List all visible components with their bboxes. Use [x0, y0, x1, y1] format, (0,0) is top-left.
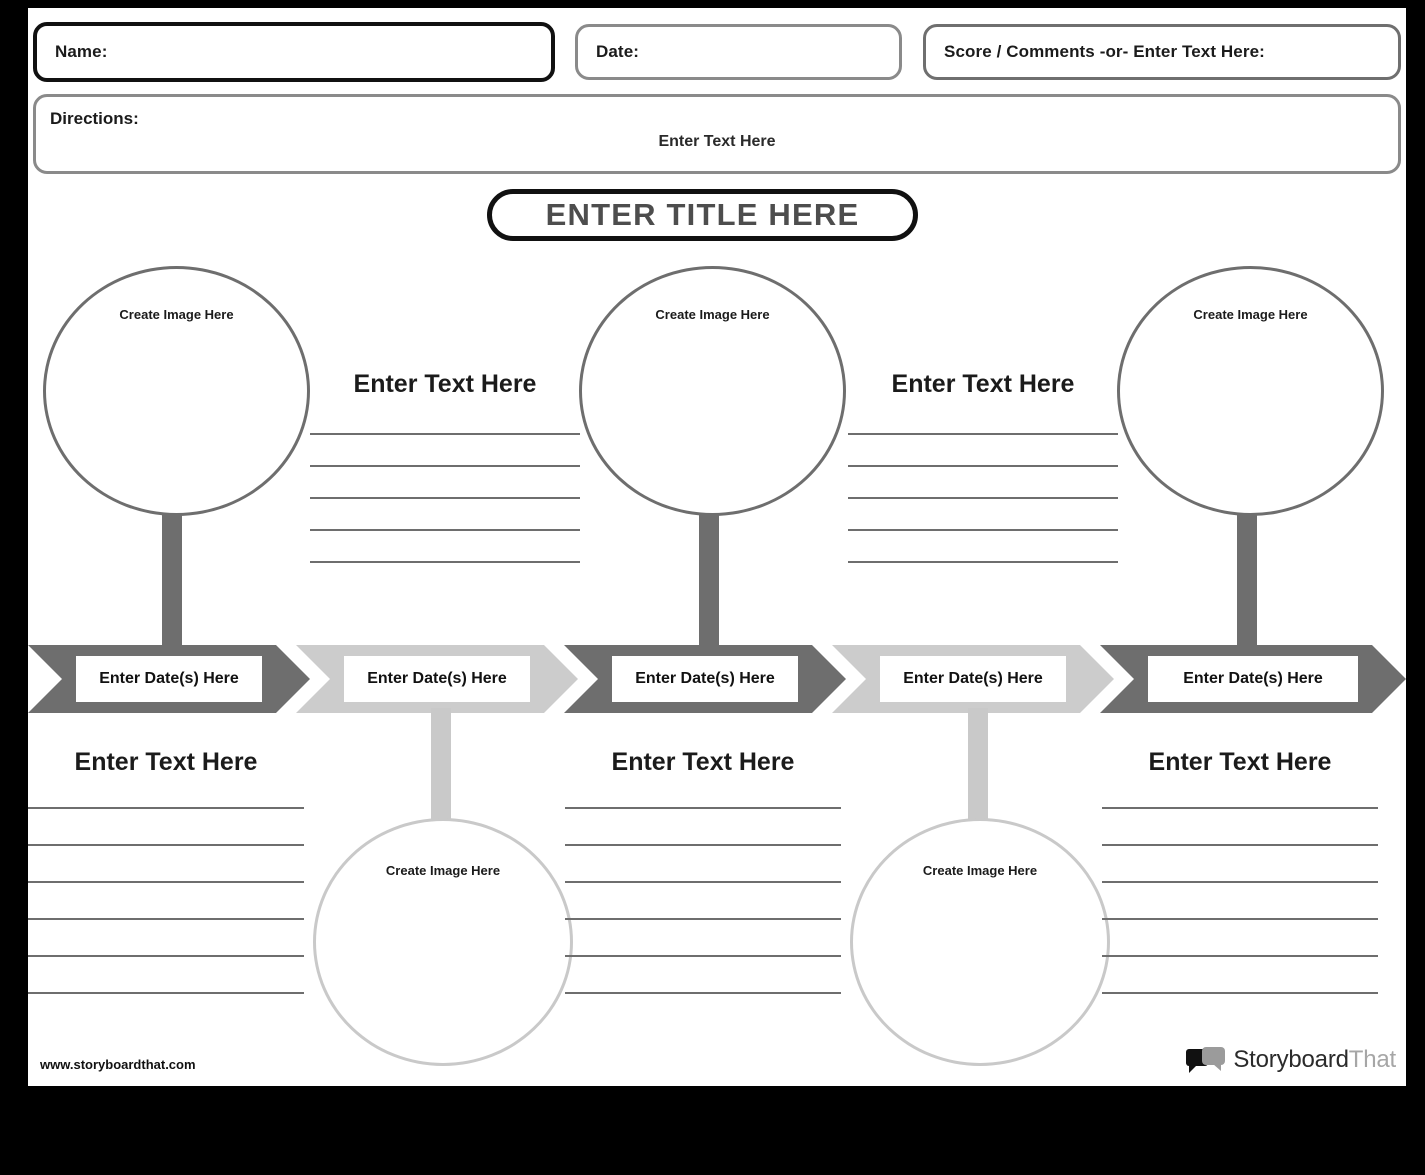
rule-line [565, 844, 841, 846]
bottom-text-block-3[interactable]: Enter Text Here [1102, 748, 1378, 994]
rule-line [28, 844, 304, 846]
date-field[interactable]: Date: [575, 24, 902, 80]
rule-line [28, 955, 304, 957]
timeline-step-4[interactable]: Enter Date(s) Here [832, 645, 1114, 713]
rule-line [848, 497, 1118, 499]
bottom-text-block-2-heading: Enter Text Here [611, 748, 795, 776]
site-url: www.storyboardthat.com [40, 1057, 196, 1072]
title-field[interactable]: ENTER TITLE HERE [487, 189, 918, 241]
bottom-text-block-2-lines[interactable] [565, 807, 841, 994]
bottom-circle-1-caption: Create Image Here [385, 863, 501, 878]
top-stem-1 [162, 513, 182, 647]
storyboardthat-logo: StoryboardThat [1186, 1046, 1396, 1074]
top-circle-2[interactable]: Create Image Here [579, 266, 846, 516]
bottom-circle-1[interactable]: Create Image Here [313, 818, 573, 1066]
directions-field[interactable]: Directions: Enter Text Here [33, 94, 1401, 174]
directions-label: Directions: [50, 109, 139, 128]
rule-line [1102, 844, 1378, 846]
bottom-stem-2 [968, 708, 988, 826]
rule-line [1102, 955, 1378, 957]
rule-line [1102, 992, 1378, 994]
timeline-step-3[interactable]: Enter Date(s) Here [564, 645, 846, 713]
rule-line [565, 992, 841, 994]
top-circle-2-caption: Create Image Here [655, 307, 770, 322]
rule-line [848, 561, 1118, 563]
rule-line [310, 529, 580, 531]
bottom-circle-2[interactable]: Create Image Here [850, 818, 1110, 1066]
timeline-step-2-date[interactable]: Enter Date(s) Here [344, 656, 530, 702]
top-text-block-1-lines[interactable] [310, 433, 580, 563]
rule-line [310, 497, 580, 499]
rule-line [28, 992, 304, 994]
timeline-step-3-date[interactable]: Enter Date(s) Here [612, 656, 798, 702]
top-circle-3[interactable]: Create Image Here [1117, 266, 1384, 516]
rule-line [28, 918, 304, 920]
bottom-text-block-2[interactable]: Enter Text Here [565, 748, 841, 994]
rule-line [848, 529, 1118, 531]
top-text-block-2-lines[interactable] [848, 433, 1118, 563]
rule-line [1102, 918, 1378, 920]
brand-secondary: That [1348, 1046, 1396, 1073]
bottom-circle-2-caption: Create Image Here [922, 863, 1038, 878]
brand-primary: Storyboard [1233, 1046, 1349, 1073]
brand-wordmark: StoryboardThat [1233, 1046, 1396, 1074]
rule-line [310, 465, 580, 467]
top-circle-1-caption: Create Image Here [119, 307, 234, 322]
rule-line [1102, 881, 1378, 883]
timeline-step-2[interactable]: Enter Date(s) Here [296, 645, 578, 713]
bottom-text-block-3-lines[interactable] [1102, 807, 1378, 994]
top-text-block-2-heading: Enter Text Here [891, 370, 1075, 398]
rule-line [848, 433, 1118, 435]
score-comments-label: Score / Comments -or- Enter Text Here: [944, 42, 1265, 61]
rule-line [310, 561, 580, 563]
top-text-block-1-heading: Enter Text Here [353, 370, 537, 398]
timeline-step-1-date[interactable]: Enter Date(s) Here [76, 656, 262, 702]
rule-line [565, 918, 841, 920]
timeline-bar: Enter Date(s) Here Enter Date(s) Here En… [28, 645, 1406, 713]
rule-line [1102, 807, 1378, 809]
rule-line [848, 465, 1118, 467]
score-comments-field[interactable]: Score / Comments -or- Enter Text Here: [923, 24, 1401, 80]
rule-line [565, 881, 841, 883]
header-fields-row: Name: Date: Score / Comments -or- Enter … [28, 22, 1406, 82]
name-field[interactable]: Name: [33, 22, 555, 82]
speech-bubble-light-icon [1202, 1047, 1226, 1071]
bottom-stem-1 [431, 708, 451, 826]
top-text-block-1[interactable]: Enter Text Here [310, 370, 580, 563]
rule-line [28, 881, 304, 883]
top-stem-2 [699, 513, 719, 647]
top-stem-3 [1237, 513, 1257, 647]
timeline-step-5-date[interactable]: Enter Date(s) Here [1148, 656, 1358, 702]
bottom-text-block-1[interactable]: Enter Text Here [28, 748, 304, 994]
speech-bubbles-icon [1186, 1046, 1226, 1074]
rule-line [565, 955, 841, 957]
timeline-step-1[interactable]: Enter Date(s) Here [28, 645, 310, 713]
directions-placeholder-text: Enter Text Here [658, 133, 776, 150]
bottom-text-block-1-lines[interactable] [28, 807, 304, 994]
date-field-label: Date: [596, 42, 640, 61]
name-field-label: Name: [55, 42, 108, 61]
bottom-text-block-1-heading: Enter Text Here [74, 748, 258, 776]
top-circle-1[interactable]: Create Image Here [43, 266, 310, 516]
timeline-step-5[interactable]: Enter Date(s) Here [1100, 645, 1406, 713]
rule-line [565, 807, 841, 809]
top-text-block-2[interactable]: Enter Text Here [848, 370, 1118, 563]
page-title: ENTER TITLE HERE [545, 197, 860, 232]
top-circle-3-caption: Create Image Here [1193, 307, 1308, 322]
rule-line [28, 807, 304, 809]
rule-line [310, 433, 580, 435]
timeline-step-4-date[interactable]: Enter Date(s) Here [880, 656, 1066, 702]
worksheet-page: Name: Date: Score / Comments -or- Enter … [28, 8, 1406, 1086]
bottom-text-block-3-heading: Enter Text Here [1148, 748, 1332, 776]
